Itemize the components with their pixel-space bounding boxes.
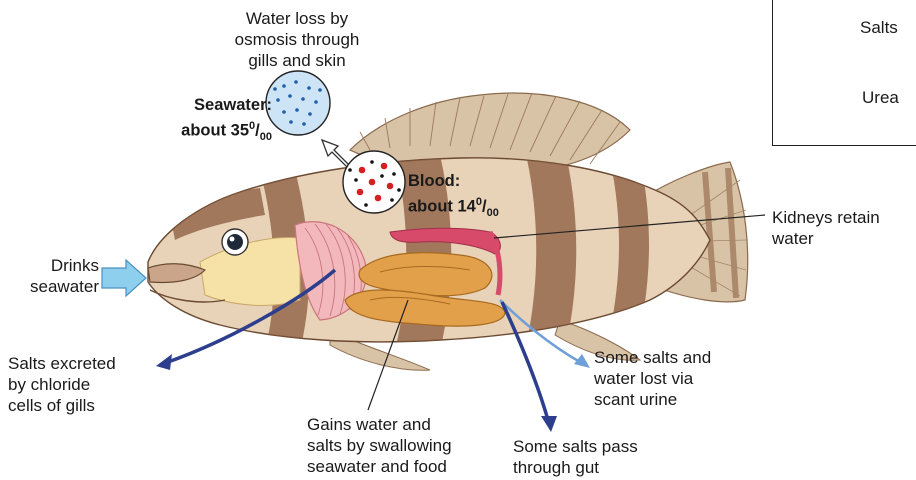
gill-salt-arrowhead (156, 354, 172, 370)
blood-sample (343, 151, 405, 213)
salts-excreted-label: Salts excreted by chloride cells of gill… (8, 353, 158, 416)
blood-concentration-label: Blood: about 140/00 (408, 171, 548, 224)
gut-salts-label: Some salts pass through gut (513, 436, 693, 478)
seawater-sample (266, 71, 330, 135)
gains-water-label: Gains water and salts by swallowing seaw… (307, 414, 487, 477)
urine-loss-label: Some salts and water lost via scant urin… (594, 347, 764, 410)
drinks-seawater-label: Drinks seawater (4, 255, 99, 297)
legend-salts-label: Salts (860, 18, 898, 38)
eye-highlight (230, 237, 235, 242)
water-loss-label: Water loss by osmosis through gills and … (212, 8, 382, 71)
kidneys-label: Kidneys retain water (772, 207, 912, 249)
seawater-concentration-label: Seawater: about 350/00 (152, 95, 272, 148)
drink-arrow (102, 260, 146, 296)
gut-arrowhead (541, 416, 557, 432)
legend-urea-label: Urea (862, 88, 899, 108)
eye-pupil (227, 234, 243, 250)
urine-arrowhead (574, 354, 590, 368)
